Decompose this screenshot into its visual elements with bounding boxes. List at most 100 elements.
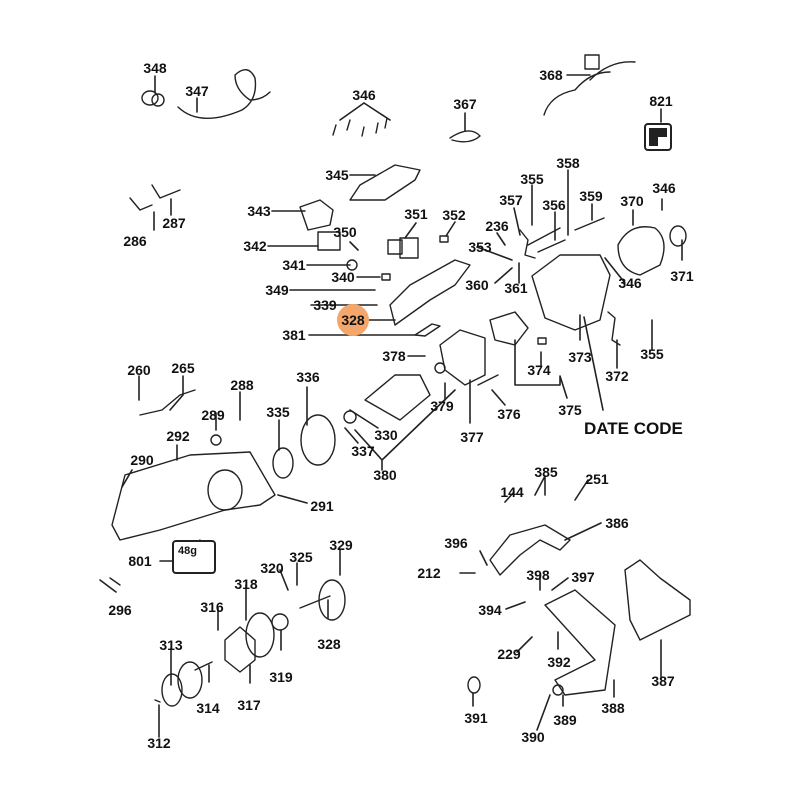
part-label[interactable]: 296 xyxy=(108,602,132,618)
part-label[interactable]: 360 xyxy=(465,277,489,293)
icon-box-821 xyxy=(644,123,672,151)
part-label[interactable]: 398 xyxy=(526,567,550,583)
part-label[interactable]: 317 xyxy=(237,697,261,713)
part-label[interactable]: 260 xyxy=(127,362,151,378)
part-label[interactable]: 340 xyxy=(331,269,355,285)
part-label[interactable]: 287 xyxy=(162,215,186,231)
part-label[interactable]: 349 xyxy=(265,282,289,298)
part-label[interactable]: 357 xyxy=(499,192,523,208)
part-label[interactable]: 372 xyxy=(605,368,629,384)
highlighted-part-label[interactable]: 328 xyxy=(341,312,365,328)
part-label[interactable]: 330 xyxy=(374,427,398,443)
part-label[interactable]: 291 xyxy=(310,498,334,514)
part-label[interactable]: 319 xyxy=(269,669,293,685)
part-label[interactable]: 342 xyxy=(243,238,267,254)
part-label[interactable]: 318 xyxy=(234,576,258,592)
part-label[interactable]: 144 xyxy=(500,484,524,500)
part-label[interactable]: 397 xyxy=(571,569,595,585)
part-label[interactable]: 325 xyxy=(289,549,313,565)
part-label[interactable]: 353 xyxy=(468,239,492,255)
part-label[interactable]: 345 xyxy=(325,167,349,183)
part-label[interactable]: 351 xyxy=(404,206,428,222)
part-350-351-switches xyxy=(387,237,419,259)
part-label[interactable]: 335 xyxy=(266,404,290,420)
part-label[interactable]: 389 xyxy=(553,712,577,728)
part-label[interactable]: 390 xyxy=(521,729,545,745)
part-label[interactable]: 286 xyxy=(123,233,147,249)
part-label[interactable]: 388 xyxy=(601,700,625,716)
part-label[interactable]: 343 xyxy=(247,203,271,219)
part-label[interactable]: 801 xyxy=(128,553,152,569)
part-label[interactable]: 313 xyxy=(159,637,183,653)
part-label[interactable]: 212 xyxy=(417,565,441,581)
part-336-ring xyxy=(300,414,336,466)
kit-quantity: 48g xyxy=(178,545,197,557)
part-label[interactable]: 386 xyxy=(605,515,629,531)
part-label[interactable]: 371 xyxy=(670,268,694,284)
part-label[interactable]: 355 xyxy=(520,171,544,187)
part-label[interactable]: 337 xyxy=(351,443,375,459)
part-label[interactable]: 328 xyxy=(317,636,341,652)
part-label[interactable]: 355 xyxy=(640,346,664,362)
part-label[interactable]: 359 xyxy=(579,188,603,204)
part-label[interactable]: 350 xyxy=(333,224,357,240)
part-label[interactable]: 391 xyxy=(464,710,488,726)
part-label[interactable]: 316 xyxy=(200,599,224,615)
part-label[interactable]: 329 xyxy=(329,537,353,553)
part-label[interactable]: 370 xyxy=(620,193,644,209)
part-label[interactable]: 368 xyxy=(539,67,563,83)
part-label[interactable]: 375 xyxy=(558,402,582,418)
part-label[interactable]: 821 xyxy=(649,93,673,109)
part-312-bolt xyxy=(154,699,161,703)
part-label[interactable]: 229 xyxy=(497,646,521,662)
part-label[interactable]: 374 xyxy=(527,362,551,378)
part-label[interactable]: 251 xyxy=(585,471,609,487)
part-387-guard xyxy=(624,559,691,641)
part-label[interactable]: 356 xyxy=(542,197,566,213)
part-label[interactable]: 381 xyxy=(282,327,306,343)
part-label[interactable]: 394 xyxy=(478,602,502,618)
part-label[interactable]: 376 xyxy=(497,406,521,422)
part-label[interactable]: 358 xyxy=(556,155,580,171)
part-label[interactable]: 346 xyxy=(352,87,376,103)
part-label[interactable]: 361 xyxy=(504,280,528,296)
part-label[interactable]: 336 xyxy=(296,369,320,385)
part-label[interactable]: 347 xyxy=(185,83,209,99)
part-label[interactable]: 352 xyxy=(442,207,466,223)
part-376-bolt xyxy=(477,374,499,386)
part-label[interactable]: 341 xyxy=(282,257,306,273)
part-label[interactable]: 396 xyxy=(444,535,468,551)
part-label[interactable]: 348 xyxy=(143,60,167,76)
part-label[interactable]: 314 xyxy=(196,700,220,716)
part-391-ring xyxy=(467,676,481,694)
part-319-bearing xyxy=(271,613,289,631)
part-label[interactable]: 236 xyxy=(485,218,509,234)
part-label[interactable]: 385 xyxy=(534,464,558,480)
part-355-357-brackets xyxy=(519,227,566,259)
part-label[interactable]: 265 xyxy=(171,360,195,376)
part-label[interactable]: 380 xyxy=(373,467,397,483)
part-label[interactable]: 320 xyxy=(260,560,284,576)
part-label[interactable]: 367 xyxy=(453,96,477,112)
part-label[interactable]: 288 xyxy=(230,377,254,393)
date-code-label: DATE CODE xyxy=(584,419,683,438)
part-label[interactable]: 379 xyxy=(430,398,454,414)
part-label[interactable]: 346 xyxy=(618,275,642,291)
part-label[interactable]: 289 xyxy=(201,407,225,423)
part-367-wire xyxy=(449,130,481,143)
part-342-switch xyxy=(317,231,341,251)
part-label[interactable]: 392 xyxy=(547,654,571,670)
part-296-screw xyxy=(109,577,121,586)
part-label[interactable]: 378 xyxy=(382,348,406,364)
part-label[interactable]: 373 xyxy=(568,349,592,365)
part-label[interactable]: 290 xyxy=(130,452,154,468)
part-label[interactable]: 312 xyxy=(147,735,171,751)
part-371-cap xyxy=(669,225,687,247)
part-label[interactable]: 339 xyxy=(313,297,337,313)
part-label[interactable]: 377 xyxy=(460,429,484,445)
part-label[interactable]: 387 xyxy=(651,673,675,689)
part-label[interactable]: 292 xyxy=(166,428,190,444)
part-label[interactable]: 346 xyxy=(652,180,676,196)
